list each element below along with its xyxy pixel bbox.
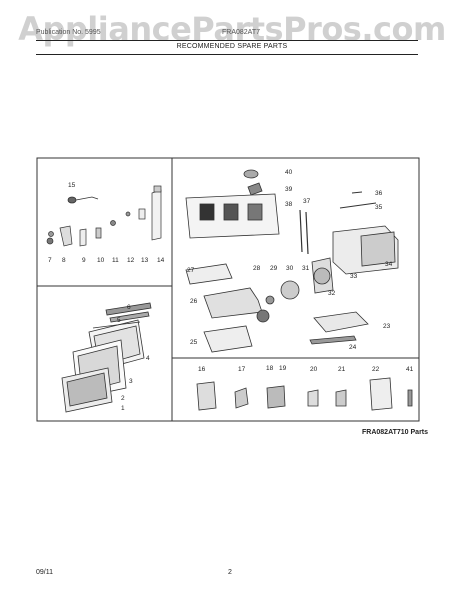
callout-20: 20 (310, 366, 318, 373)
small-parts-row (46, 185, 162, 247)
callout-27: 27 (187, 267, 195, 274)
callout-24: 24 (349, 344, 357, 351)
callout-12: 12 (127, 257, 135, 264)
page-subtitle: RECOMMENDED SPARE PARTS (176, 43, 288, 50)
callout-30: 30 (286, 265, 294, 272)
callout-36: 36 (375, 190, 383, 197)
callout-34: 34 (385, 261, 393, 268)
callout-11: 11 (112, 257, 119, 264)
callout-33: 33 (350, 273, 358, 280)
callout-23: 23 (383, 323, 391, 330)
model-code-label: FRA082AT710 Parts (362, 429, 429, 436)
callout-10: 10 (97, 257, 105, 264)
callout-29: 29 (270, 265, 278, 272)
callout-7: 7 (48, 257, 52, 264)
callout-14: 14 (157, 257, 165, 264)
model-header: FRA082AT7 (222, 29, 260, 36)
callout-1: 1 (121, 405, 125, 412)
callout-35: 35 (375, 204, 383, 211)
callout-32: 32 (328, 290, 336, 297)
power-cord-part (67, 196, 99, 204)
callout-21: 21 (338, 366, 346, 373)
callout-13: 13 (141, 257, 149, 264)
callout-6: 6 (127, 304, 131, 311)
callout-3: 3 (129, 378, 133, 385)
callout-15: 15 (68, 182, 76, 189)
callout-22: 22 (372, 366, 380, 373)
callout-25: 25 (190, 339, 198, 346)
callout-26: 26 (190, 298, 198, 305)
callout-39: 39 (285, 186, 293, 193)
watermark: AppliancePartsPros.com (18, 10, 446, 48)
callout-31: 31 (302, 265, 310, 272)
callout-37: 37 (303, 198, 311, 205)
callout-4: 4 (146, 355, 150, 362)
callout-41: 41 (406, 366, 414, 373)
header-rule (36, 40, 418, 41)
callout-28: 28 (253, 265, 261, 272)
chassis-assembly (185, 169, 399, 353)
panel-controls (171, 357, 420, 422)
callout-5: 5 (117, 317, 121, 324)
callout-8: 8 (62, 257, 66, 264)
front-grille-assembly (61, 302, 152, 413)
controls-assembly (196, 377, 413, 411)
callout-16: 16 (198, 366, 206, 373)
callout-38: 38 (285, 201, 293, 208)
callout-17: 17 (238, 366, 246, 373)
callout-40: 40 (285, 169, 293, 176)
callout-19: 19 (279, 365, 287, 372)
publication-header: Publication No. 5995 (36, 29, 101, 36)
callout-2: 2 (121, 395, 125, 402)
callout-9: 9 (82, 257, 86, 264)
subtitle-rule (36, 54, 418, 55)
footer-page-number: 2 (228, 569, 232, 576)
callout-18: 18 (266, 365, 274, 372)
footer-date: 09/11 (36, 569, 53, 576)
